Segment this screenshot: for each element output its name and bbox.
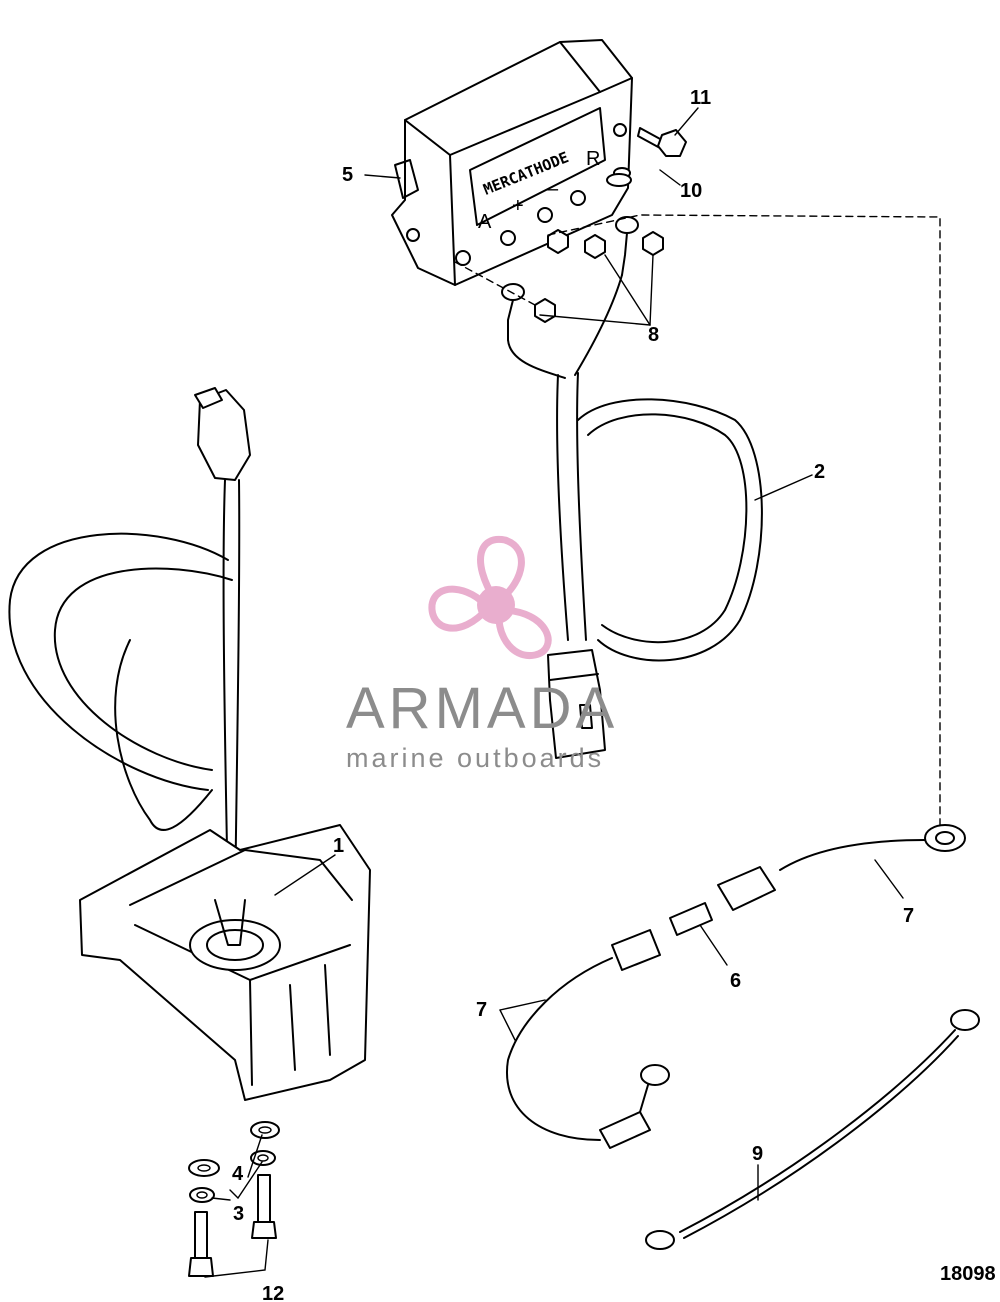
terminal-label-a: A [478,211,492,233]
callout-1: 1 [333,835,344,857]
callout-5: 5 [342,164,353,186]
anode-assembly-part-1 [8,387,371,1101]
harness-part-2 [507,274,763,759]
callout-9: 9 [752,1143,763,1165]
harness-ring-terminals [501,216,639,341]
callouts: 1 2 3 4 5 6 7 7 8 9 10 11 12 [232,87,914,1302]
armada-watermark: ARMADA marine outboards [346,535,618,773]
ground-lead-part-9 [645,1009,980,1250]
callout-7-upper: 7 [903,905,914,927]
callout-4: 4 [232,1163,244,1185]
callout-2: 2 [814,461,825,483]
nuts-part-8 [534,229,664,323]
screw-part-11 [637,127,687,157]
fuse-part-6 [669,902,713,936]
terminal-label-plus: + [512,195,524,217]
callout-3: 3 [233,1203,244,1225]
callout-12: 12 [262,1283,284,1302]
callout-7-lower: 7 [476,999,487,1021]
callout-6: 6 [730,970,741,992]
fused-lead-part-7 [505,824,966,1149]
screw-part-10 [606,167,632,187]
controller-part-5: MERCATHODE A + – R [391,39,633,286]
propeller-logo-icon [428,535,552,659]
washers-part-3-4 [188,1121,280,1203]
leader-lines [204,107,904,1278]
watermark-tagline: marine outboards [346,743,604,773]
callout-10: 10 [680,180,702,202]
terminal-label-minus: – [547,178,559,200]
watermark-brand: ARMADA [346,676,618,741]
terminal-label-r: R [586,148,600,170]
callout-11: 11 [690,87,711,109]
callout-8: 8 [648,324,659,346]
figure-number: 18098 [940,1263,996,1285]
